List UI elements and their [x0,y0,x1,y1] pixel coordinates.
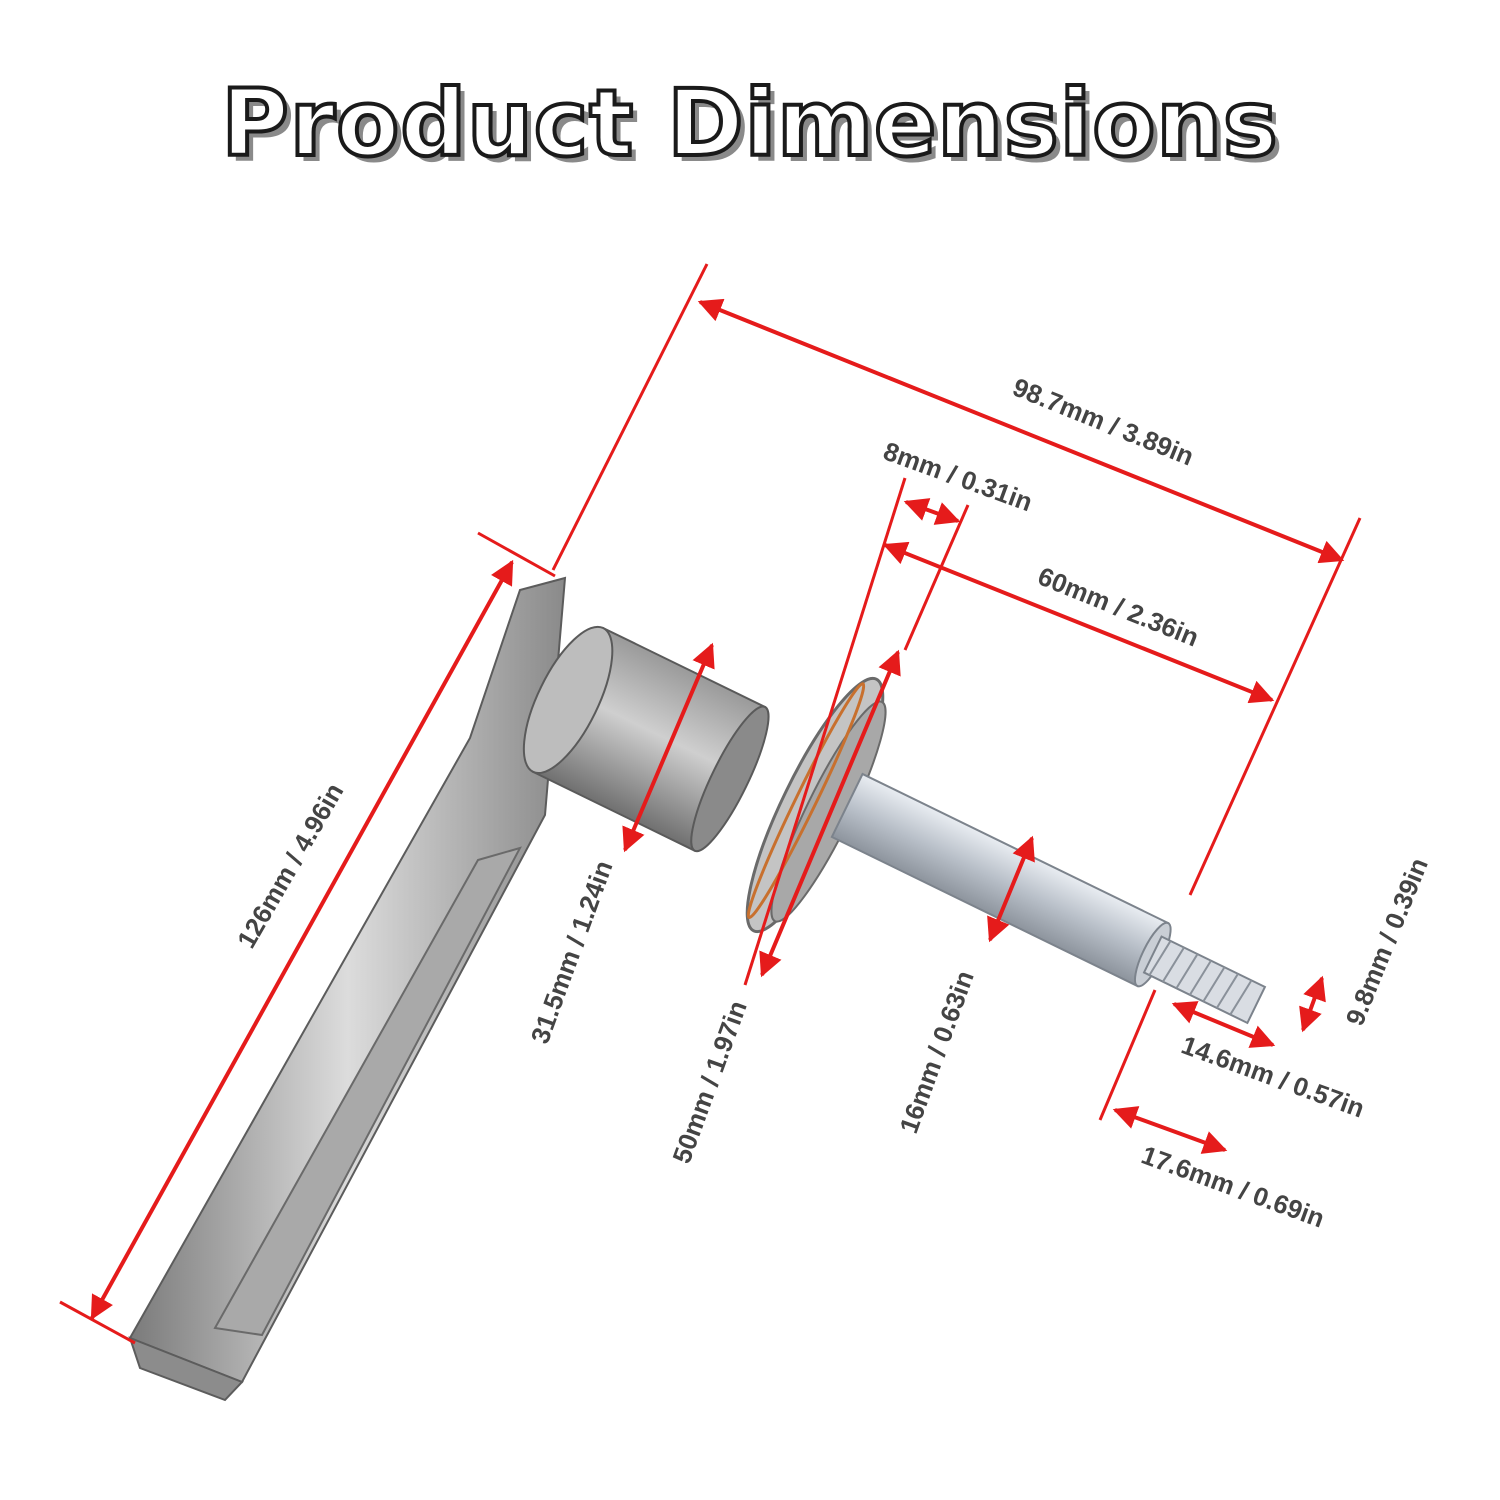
label-spindle-width: 16mm / 0.63in [893,967,980,1138]
dim-arrow-rose-diameter [759,649,901,978]
dimension-arrows [90,298,1345,1321]
ext-line-thread-start [1098,989,1157,1121]
ext-line-lever-bottom [59,1300,136,1345]
ext-line-tip-end [1188,517,1362,896]
ext-line-hub-top [551,263,709,571]
label-overall-length: 98.7mm / 3.89in [1009,372,1198,472]
label-rose-thickness: 8mm / 0.31in [880,436,1037,518]
lever-tip [128,1336,244,1402]
ext-line-lever-top [477,531,556,578]
label-tip-length: 17.6mm / 0.69in [1138,1140,1329,1234]
label-thread-diameter: 9.8mm / 0.39in [1339,854,1433,1030]
lever-arm [128,576,567,1384]
label-rose-diameter: 50mm / 1.97in [666,997,753,1168]
dim-arrow-tip-length [1112,1106,1228,1154]
dim-arrow-thread-length [1171,1001,1276,1048]
label-lever-length: 126mm / 4.96in [231,778,349,953]
lever-handle-illustration [128,576,1267,1402]
dim-arrow-rose-thickness [903,498,961,525]
ext-line-rose-right [903,504,970,651]
spindle [830,772,1267,1025]
dim-arrow-thread-diameter [1299,975,1326,1033]
dim-arrow-spindle-width [987,835,1035,943]
dim-arrow-spindle-length [882,541,1275,704]
dim-arrow-overall-length [697,298,1345,564]
dim-arrow-lever-length [90,559,514,1321]
page-title: Product Dimensions [219,68,1279,179]
label-hub-diameter: 31.5mm / 1.24in [525,856,619,1047]
dim-arrow-hub-diameter [622,642,715,853]
